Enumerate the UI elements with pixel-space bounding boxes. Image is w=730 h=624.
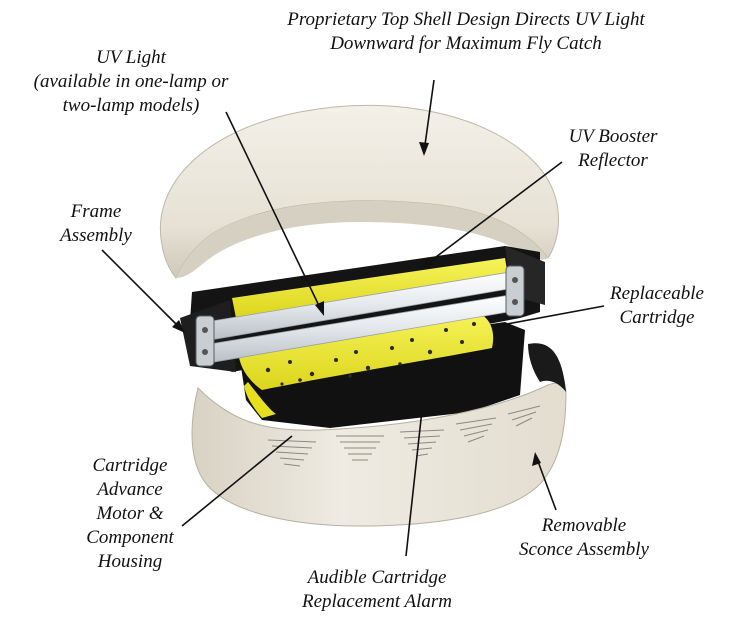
- uv-lamps: [195, 265, 525, 367]
- leader-sconce: [535, 455, 557, 511]
- leader-frame: [101, 249, 183, 331]
- label-uv-booster-reflector: UV Booster Reflector: [568, 126, 658, 171]
- leader-lines: [101, 79, 605, 557]
- sconce-vent-grilles: [267, 405, 541, 467]
- arrowhead-top-shell: [419, 142, 429, 156]
- leader-top-shell: [423, 79, 435, 153]
- label-replaceable-cartridge: Replaceable Cartridge: [610, 283, 704, 328]
- leader-arrowheads: [172, 142, 541, 466]
- leader-cartridge: [495, 305, 605, 327]
- label-audible-alarm: Audible Cartridge Replacement Alarm: [301, 567, 453, 612]
- top-shell: [160, 104, 559, 279]
- arrowhead-uv-light: [315, 301, 324, 316]
- arrowhead-alarm: [418, 388, 428, 403]
- leader-motor: [181, 435, 293, 527]
- arrowhead-booster: [420, 257, 433, 269]
- leader-uv-light: [225, 111, 323, 313]
- leader-alarm: [405, 391, 425, 557]
- label-frame-assembly: Frame Assembly: [60, 201, 132, 246]
- label-removable-sconce: Removable Sconce Assembly: [519, 515, 649, 560]
- arrowhead-sconce: [532, 452, 541, 466]
- label-top-shell: Proprietary Top Shell Design Directs UV …: [287, 9, 645, 54]
- label-motor-component-housing: Cartridge Advance Motor & Component Hous…: [86, 455, 174, 572]
- arrowhead-frame: [172, 320, 185, 333]
- removable-sconce-assembly: [191, 343, 567, 527]
- label-uv-light: UV Light (available in one-lamp or two-l…: [33, 47, 229, 116]
- leader-booster: [423, 161, 563, 267]
- uv-booster-reflector: [232, 258, 508, 318]
